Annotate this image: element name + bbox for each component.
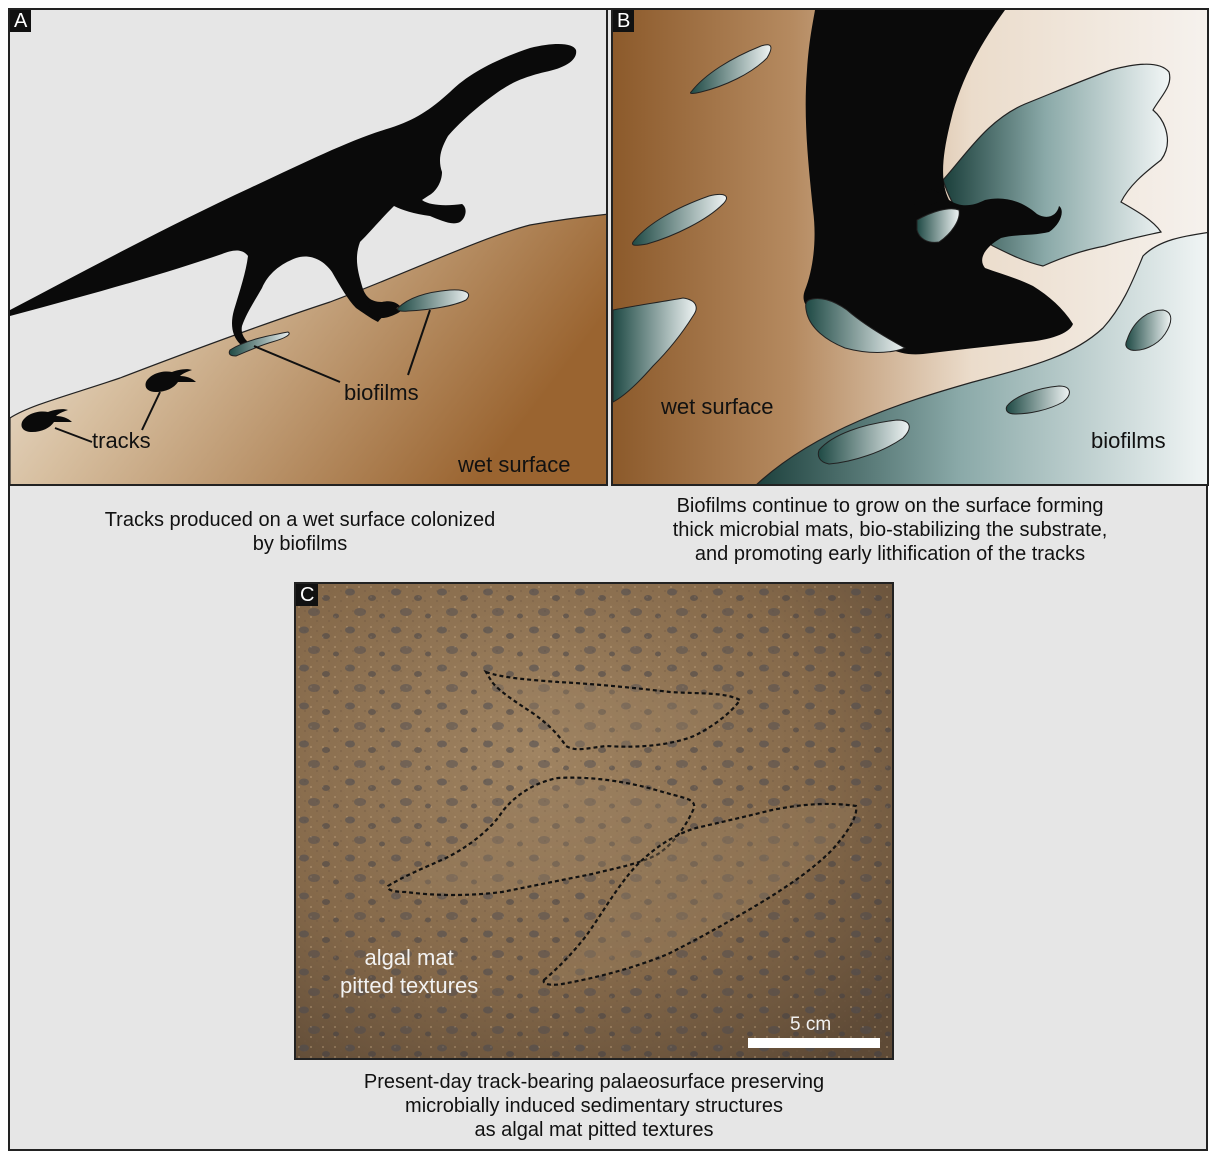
caption-b: Biofilms continue to grow on the surface… bbox=[620, 494, 1160, 566]
algal-mat-label-line: algal mat bbox=[340, 944, 478, 972]
tracks-label: tracks bbox=[92, 428, 151, 454]
caption-c-line: Present-day track-bearing palaeosurface … bbox=[294, 1070, 894, 1094]
panel-a-illustration bbox=[10, 10, 608, 486]
wet-surface-label: wet surface bbox=[661, 394, 774, 420]
panel-letter: C bbox=[296, 584, 318, 606]
scale-bar bbox=[748, 1038, 880, 1048]
caption-b-line: thick microbial mats, bio-stabilizing th… bbox=[620, 518, 1160, 542]
caption-c-line: as algal mat pitted textures bbox=[294, 1118, 894, 1142]
caption-a-line: by biofilms bbox=[30, 532, 570, 556]
biofilms-label: biofilms bbox=[1091, 428, 1166, 454]
caption-a-line: Tracks produced on a wet surface coloniz… bbox=[30, 508, 570, 532]
wet-surface-label: wet surface bbox=[458, 452, 571, 478]
biofilms-label: biofilms bbox=[344, 380, 419, 406]
panel-b: B wet surface biofilms bbox=[611, 8, 1209, 486]
panel-letter: B bbox=[613, 10, 634, 32]
caption-c-line: microbially induced sedimentary structur… bbox=[294, 1094, 894, 1118]
caption-b-line: Biofilms continue to grow on the surface… bbox=[620, 494, 1160, 518]
panel-a: A tracks biofilms wet surface bbox=[8, 8, 608, 486]
caption-b-line: and promoting early lithification of the… bbox=[620, 542, 1160, 566]
caption-a: Tracks produced on a wet surface coloniz… bbox=[30, 508, 570, 556]
algal-mat-label: algal mat pitted textures bbox=[340, 944, 478, 1000]
caption-c: Present-day track-bearing palaeosurface … bbox=[294, 1070, 894, 1142]
scale-bar-label: 5 cm bbox=[790, 1014, 831, 1036]
panel-letter: A bbox=[10, 10, 31, 32]
algal-mat-label-line: pitted textures bbox=[340, 972, 478, 1000]
panel-c: C algal mat pitted textures 5 cm bbox=[294, 582, 894, 1060]
